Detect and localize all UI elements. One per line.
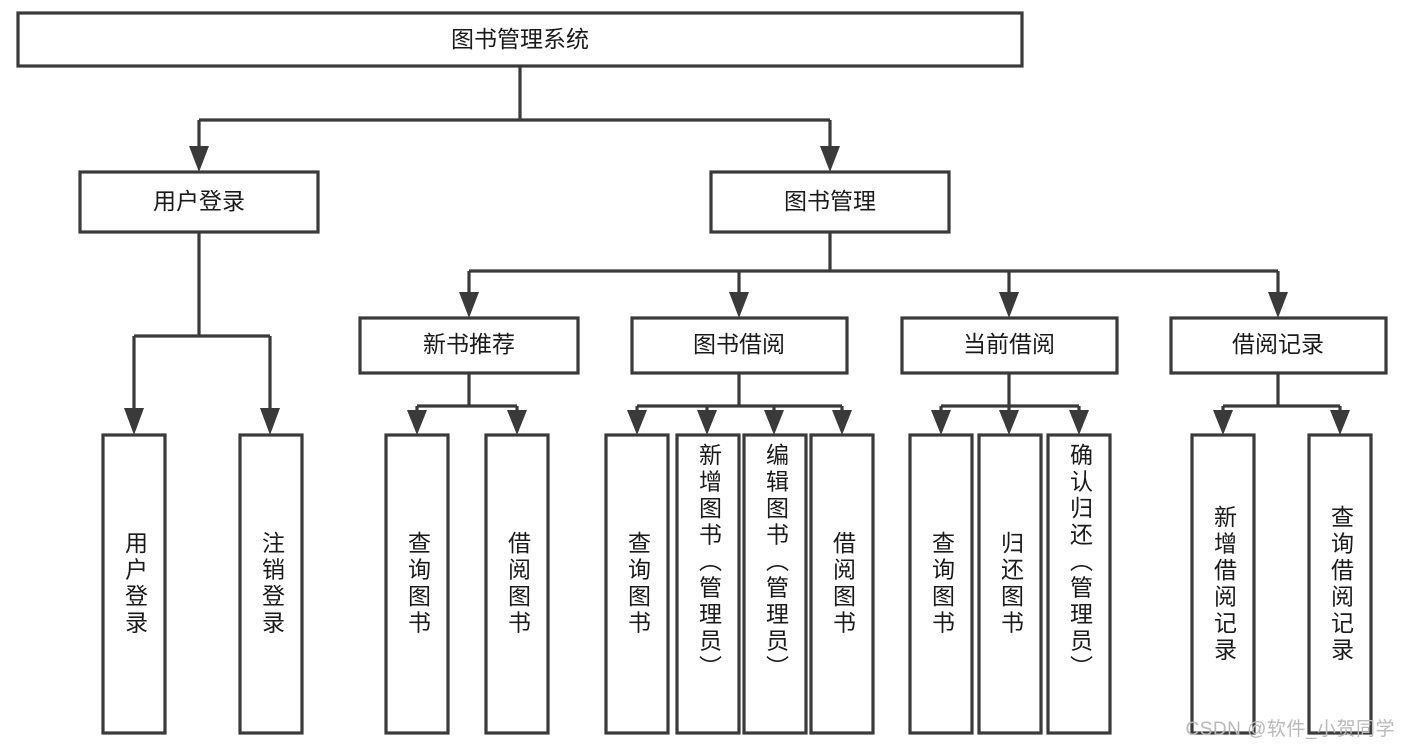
connector-layer (124, 66, 1350, 435)
node-book-management-box[interactable] (709, 170, 951, 234)
node-leaf-query-book-3-box[interactable] (908, 433, 974, 735)
node-layer: 图书管理系统 用户登录 图书管理 新书推荐 图书借阅 当前借阅 借阅记录 (16, 11, 1388, 735)
arrowhead-borrow-record (1268, 292, 1288, 318)
arrowhead-leaf-query-book-2 (627, 410, 647, 435)
node-current-borrow-label: 当前借阅 (963, 331, 1055, 357)
arrowhead-leaf-add-book (697, 410, 717, 435)
arrowhead-new-book-recommend (459, 292, 479, 318)
arrowhead-user-login (189, 146, 209, 172)
arrowhead-leaf-confirm-return (1069, 410, 1089, 435)
arrowhead-leaf-user-login (124, 408, 144, 435)
node-root-label: 图书管理系统 (451, 26, 589, 52)
arrowhead-current-borrow (999, 292, 1019, 318)
node-new-book-recommend-box[interactable] (358, 316, 580, 375)
node-user-login-label: 用户登录 (153, 188, 245, 214)
node-book-borrow-label: 图书借阅 (693, 331, 785, 357)
node-borrow-record-label: 借阅记录 (1232, 331, 1324, 357)
arrowhead-leaf-edit-book (764, 410, 784, 435)
node-leaf-add-book-box[interactable] (675, 433, 741, 735)
csdn-watermark: CSDN @软件_小贺同学 (1185, 719, 1395, 740)
arrowhead-leaf-return-book (999, 410, 1019, 435)
node-leaf-borrow-book-1-box[interactable] (484, 433, 550, 735)
node-leaf-query-book-2-box[interactable] (604, 433, 670, 735)
arrowhead-leaf-query-record (1330, 410, 1350, 435)
arrowhead-leaf-user-logout (260, 408, 280, 435)
node-leaf-borrow-book-2-box[interactable] (809, 433, 875, 735)
arrowhead-leaf-query-book-3 (931, 410, 951, 435)
node-root-box[interactable] (16, 11, 1024, 68)
arrowhead-leaf-query-book-1 (407, 410, 427, 435)
node-leaf-return-book-box[interactable] (977, 433, 1043, 735)
node-leaf-user-logout-box[interactable] (238, 433, 304, 735)
arrowhead-leaf-borrow-book-1 (507, 410, 527, 435)
node-borrow-record-box[interactable] (1169, 316, 1388, 375)
arrowhead-book-management (820, 146, 840, 172)
node-new-book-recommend-label: 新书推荐 (423, 331, 515, 357)
node-book-management-label: 图书管理 (784, 188, 876, 214)
node-book-borrow-box[interactable] (630, 316, 849, 375)
node-leaf-user-login-box[interactable] (101, 433, 167, 735)
node-leaf-query-book-1-box[interactable] (384, 433, 450, 735)
node-leaf-confirm-return-box[interactable] (1046, 433, 1112, 735)
node-user-login-box[interactable] (78, 170, 320, 234)
node-leaf-add-record-box[interactable] (1190, 433, 1256, 735)
arrowhead-leaf-add-record (1213, 410, 1233, 435)
node-leaf-edit-book-box[interactable] (742, 433, 808, 735)
arrowhead-leaf-borrow-book-2 (832, 410, 852, 435)
arrowhead-book-borrow (729, 292, 749, 318)
node-leaf-query-record-box[interactable] (1307, 433, 1373, 735)
node-current-borrow-box[interactable] (900, 316, 1119, 375)
